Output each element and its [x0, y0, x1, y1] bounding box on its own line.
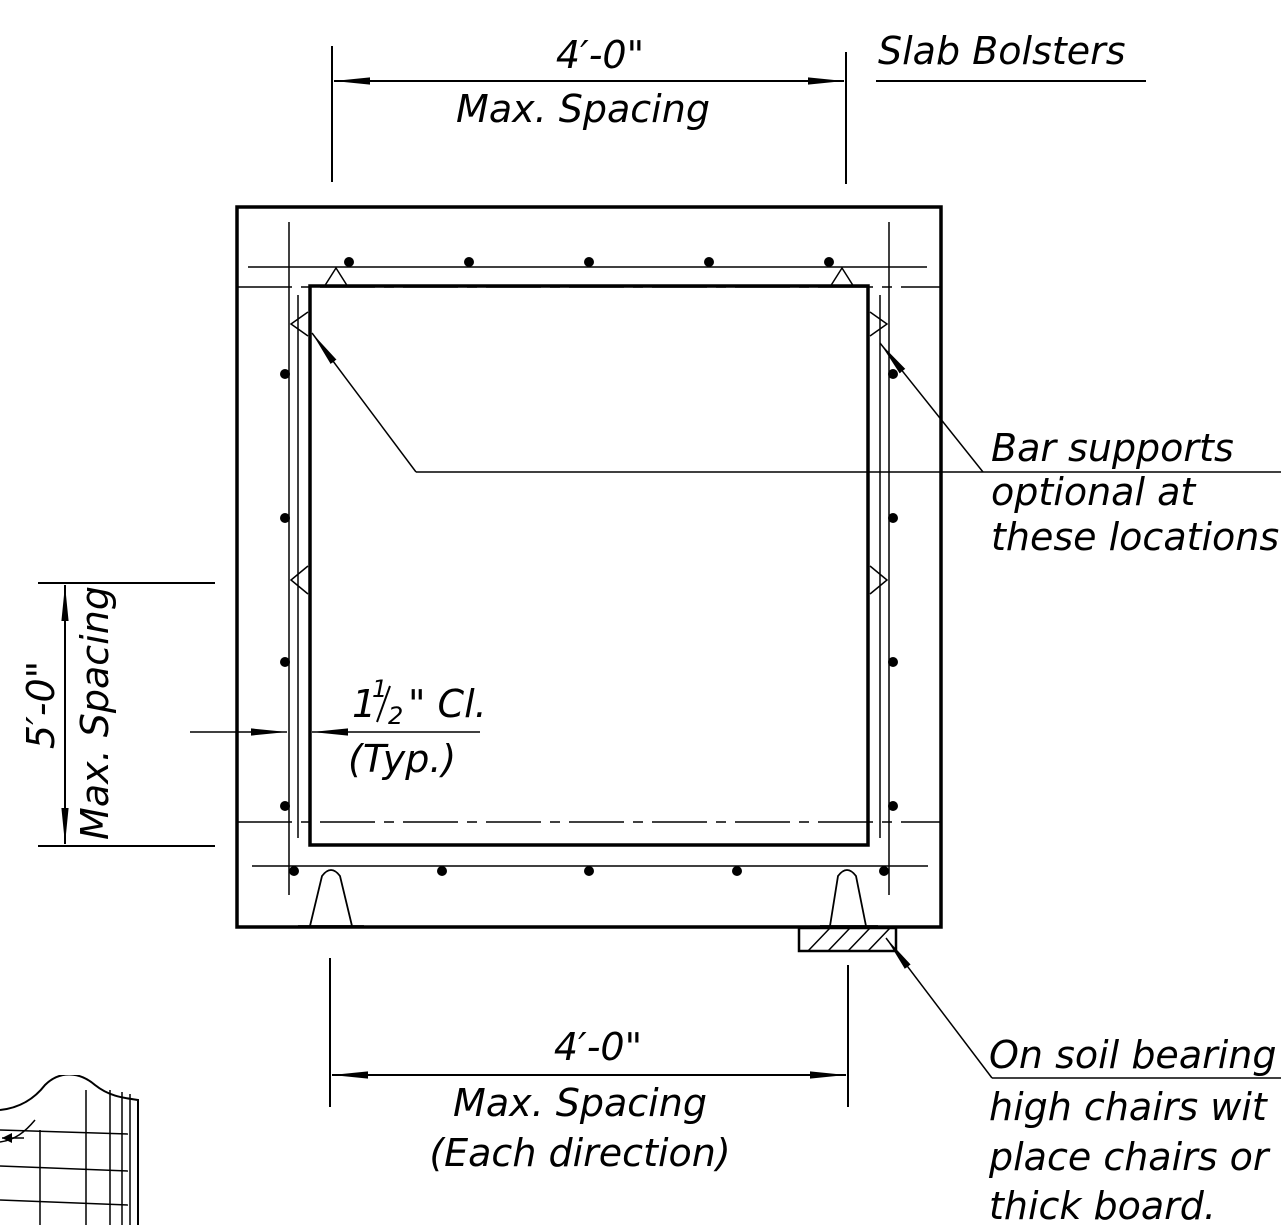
top-dimension-label: Max. Spacing: [456, 87, 710, 131]
bottom-dimension-value: 4′-0": [554, 1025, 642, 1069]
rebar-dot: [888, 657, 898, 667]
cover-frac-num: 1: [372, 675, 387, 703]
partial-detail-sketch: [0, 1075, 139, 1225]
high-chairs: [298, 869, 878, 927]
bolster-top-right: [829, 266, 855, 288]
left-dimension-label: Max. Spacing: [73, 586, 117, 840]
bolster-left-middle: [289, 565, 309, 595]
bolster-right-middle: [869, 565, 889, 595]
board-hatch: [807, 927, 831, 952]
rebar-dot: [464, 257, 474, 267]
board-hatch: [827, 927, 851, 952]
board-under-chair: [797, 926, 898, 953]
clear-cover-note: (Typ.): [348, 737, 456, 781]
rebar-dots: [280, 257, 898, 876]
rebar-dot: [289, 866, 299, 876]
soil-leader: [885, 937, 993, 1079]
leader-right: [879, 342, 984, 473]
concrete-outline: [235, 205, 943, 929]
top-dimension-value: 4′-0": [556, 33, 644, 77]
high-chair-left: [309, 869, 353, 927]
bolster-right-upper: [869, 311, 889, 337]
rebar-dot: [280, 369, 290, 379]
bottom-dimension: [329, 958, 849, 1107]
reinforcement-bars: [248, 222, 928, 895]
slab-bolsters-label: Slab Bolsters: [878, 29, 1126, 73]
cover-frac-slash: [376, 685, 391, 723]
rebar-dot: [344, 257, 354, 267]
leader-left: [311, 332, 417, 473]
sketch-grid: [0, 1199, 129, 1206]
board-hatch: [847, 927, 871, 952]
rebar-dot: [280, 801, 290, 811]
bolster-left-upper: [289, 311, 309, 337]
cover-unit: " Cl.: [408, 682, 487, 726]
left-dimension: [38, 582, 215, 847]
cover-frac-den: 2: [388, 702, 403, 730]
bar-supports-line1: Bar supports: [991, 426, 1234, 470]
soil-note-leader: [885, 937, 1281, 1079]
bottom-dimension-note: (Each direction): [429, 1131, 730, 1175]
rebar-dot: [732, 866, 742, 876]
left-dimension-value: 5′-0": [19, 661, 63, 749]
rebar-dot: [888, 369, 898, 379]
rebar-dot: [280, 657, 290, 667]
sketch-grid: [0, 1129, 129, 1135]
construction-lines: [237, 286, 941, 823]
clear-cover-value: 1 1 2 " Cl.: [352, 675, 487, 730]
bar-supports-line2: optional at: [991, 470, 1197, 514]
soil-note-line2: high chairs wit: [989, 1085, 1269, 1129]
soil-note-line1: On soil bearing: [989, 1033, 1277, 1077]
bottom-dimension-label: Max. Spacing: [453, 1081, 707, 1125]
rebar-dot: [437, 866, 447, 876]
soil-note-line4: thick board.: [989, 1184, 1216, 1225]
bolster-top-left: [323, 266, 349, 288]
sketch-grid: [0, 1165, 129, 1172]
bar-support-marks: [289, 266, 889, 595]
bar-supports-line3: these locations: [991, 515, 1279, 559]
rebar-dot: [888, 801, 898, 811]
inner-opening: [308, 284, 870, 847]
rebar-dot: [280, 513, 290, 523]
top-dimension: [331, 46, 847, 184]
rebar-dot: [584, 257, 594, 267]
high-chair-right: [829, 869, 867, 927]
rebar-dot: [704, 257, 714, 267]
bar-supports-leader: [311, 332, 1281, 473]
rebar-dot: [824, 257, 834, 267]
rebar-dot: [879, 866, 889, 876]
soil-note-line3: place chairs or: [988, 1135, 1271, 1179]
board-hatch: [867, 927, 891, 952]
rebar-dot: [888, 513, 898, 523]
cover-whole: 1: [352, 682, 376, 726]
rebar-dot: [584, 866, 594, 876]
